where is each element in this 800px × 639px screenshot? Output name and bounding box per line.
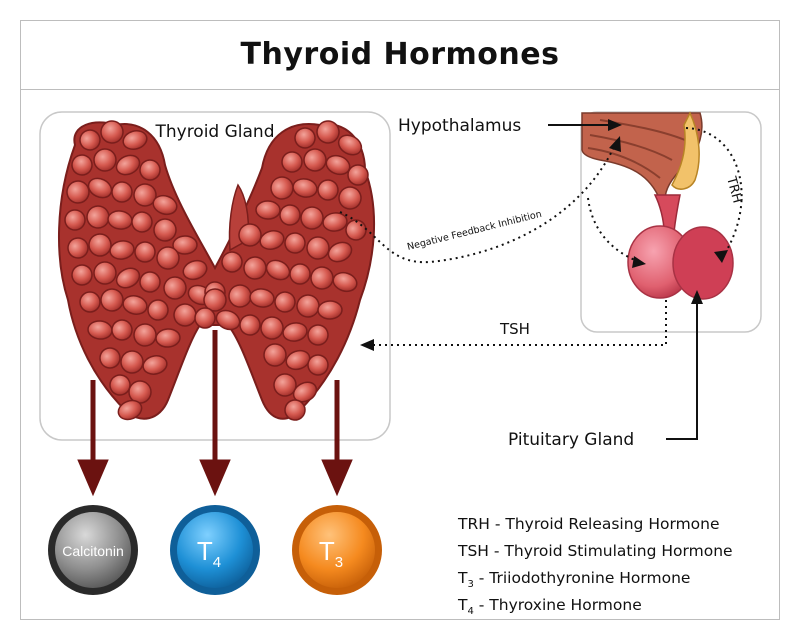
legend-item: T3 - Triiodothyronine Hormone bbox=[458, 568, 733, 595]
legend-item: TRH - Thyroid Releasing Hormone bbox=[458, 514, 733, 541]
thyroid-lobule bbox=[111, 181, 132, 202]
tsh-label: TSH bbox=[499, 320, 530, 338]
t3-badge: T3 bbox=[292, 505, 382, 595]
thyroid-lobule bbox=[347, 164, 368, 185]
legend-item: T4 - Thyroxine Hormone bbox=[458, 595, 733, 622]
pituitary-gland-label: Pituitary Gland bbox=[508, 430, 634, 450]
calcitonin-label: Calcitonin bbox=[62, 543, 123, 559]
thyroid-lobule bbox=[80, 292, 100, 312]
thyroid-lobule bbox=[156, 246, 179, 269]
hypothalamus-label: Hypothalamus bbox=[398, 116, 521, 136]
thyroid-lobule bbox=[263, 343, 286, 366]
thyroid-lobule bbox=[289, 263, 310, 284]
thyroid-lobule bbox=[307, 237, 330, 260]
thyroid-gland-label: Thyroid Gland bbox=[154, 122, 274, 142]
thyroid-lobule bbox=[318, 301, 342, 319]
thyroid-lobule bbox=[94, 149, 117, 172]
calcitonin-badge: Calcitonin bbox=[48, 505, 138, 595]
negative-feedback-label: Negative Feedback Inhibition bbox=[406, 209, 543, 253]
thyroid-lobule bbox=[256, 201, 281, 220]
thyroid-lobule bbox=[195, 308, 215, 328]
t4-badge: T4 bbox=[170, 505, 260, 595]
legend-item: TSH - Thyroid Stimulating Hormone bbox=[458, 541, 733, 568]
legend: TRH - Thyroid Releasing Hormone TSH - Th… bbox=[458, 514, 733, 622]
